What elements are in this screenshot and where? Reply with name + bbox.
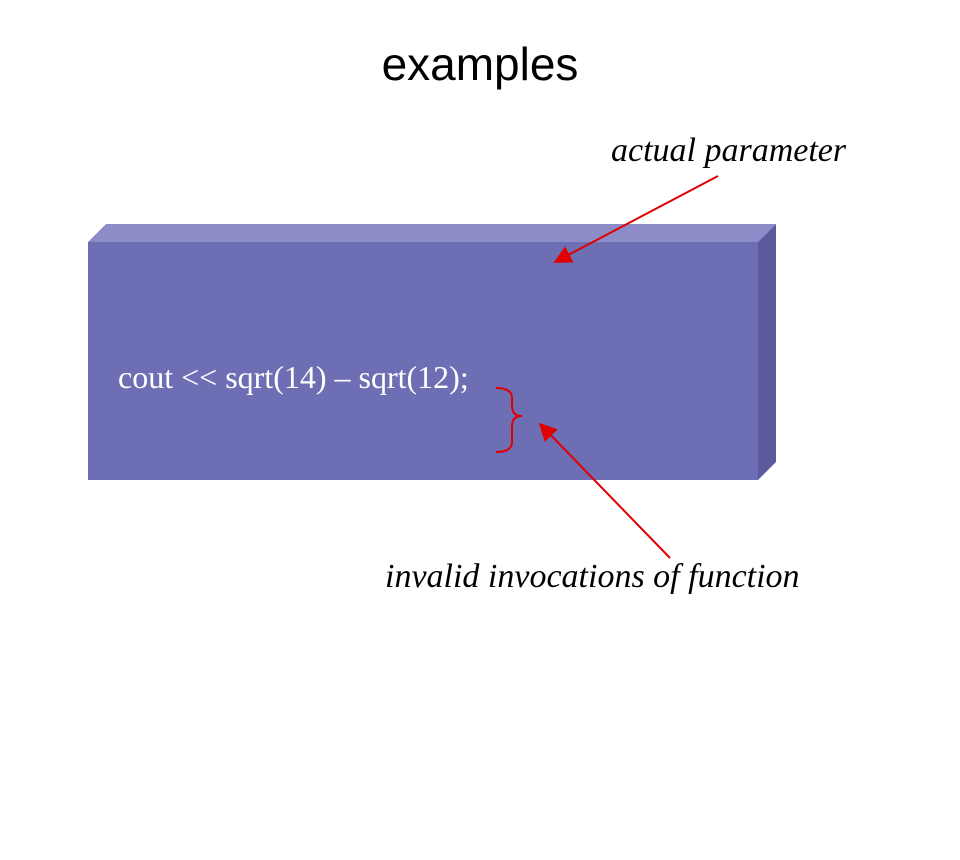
code-box-side-face bbox=[758, 224, 776, 480]
code-keyword: double bbox=[118, 497, 211, 533]
invalid-invocations-label: invalid invocations of function bbox=[385, 558, 800, 595]
code-text: y = sqrt(5, 3); bbox=[210, 773, 395, 809]
code-text: cout << sqrt(14) – sqrt(12); bbox=[118, 359, 469, 395]
actual-parameter-label: actual parameter bbox=[611, 132, 847, 169]
code-keyword: double bbox=[118, 635, 211, 671]
code-text: QuarticRoot = sqrt(sqrt(5)); bbox=[210, 497, 575, 533]
code-text: x = sqrt( ); bbox=[210, 635, 355, 671]
code-line-3: double x = sqrt( ); bbox=[118, 630, 574, 676]
code-line-4: double y = sqrt(5, 3); bbox=[118, 768, 574, 814]
code-keyword: double bbox=[118, 773, 211, 809]
code-line-2: double QuarticRoot = sqrt(sqrt(5)); bbox=[118, 492, 574, 538]
code-line-1: cout << sqrt(14) – sqrt(12); bbox=[118, 354, 574, 400]
code-box-top-face bbox=[88, 224, 776, 242]
slide-title: examples bbox=[381, 38, 579, 90]
